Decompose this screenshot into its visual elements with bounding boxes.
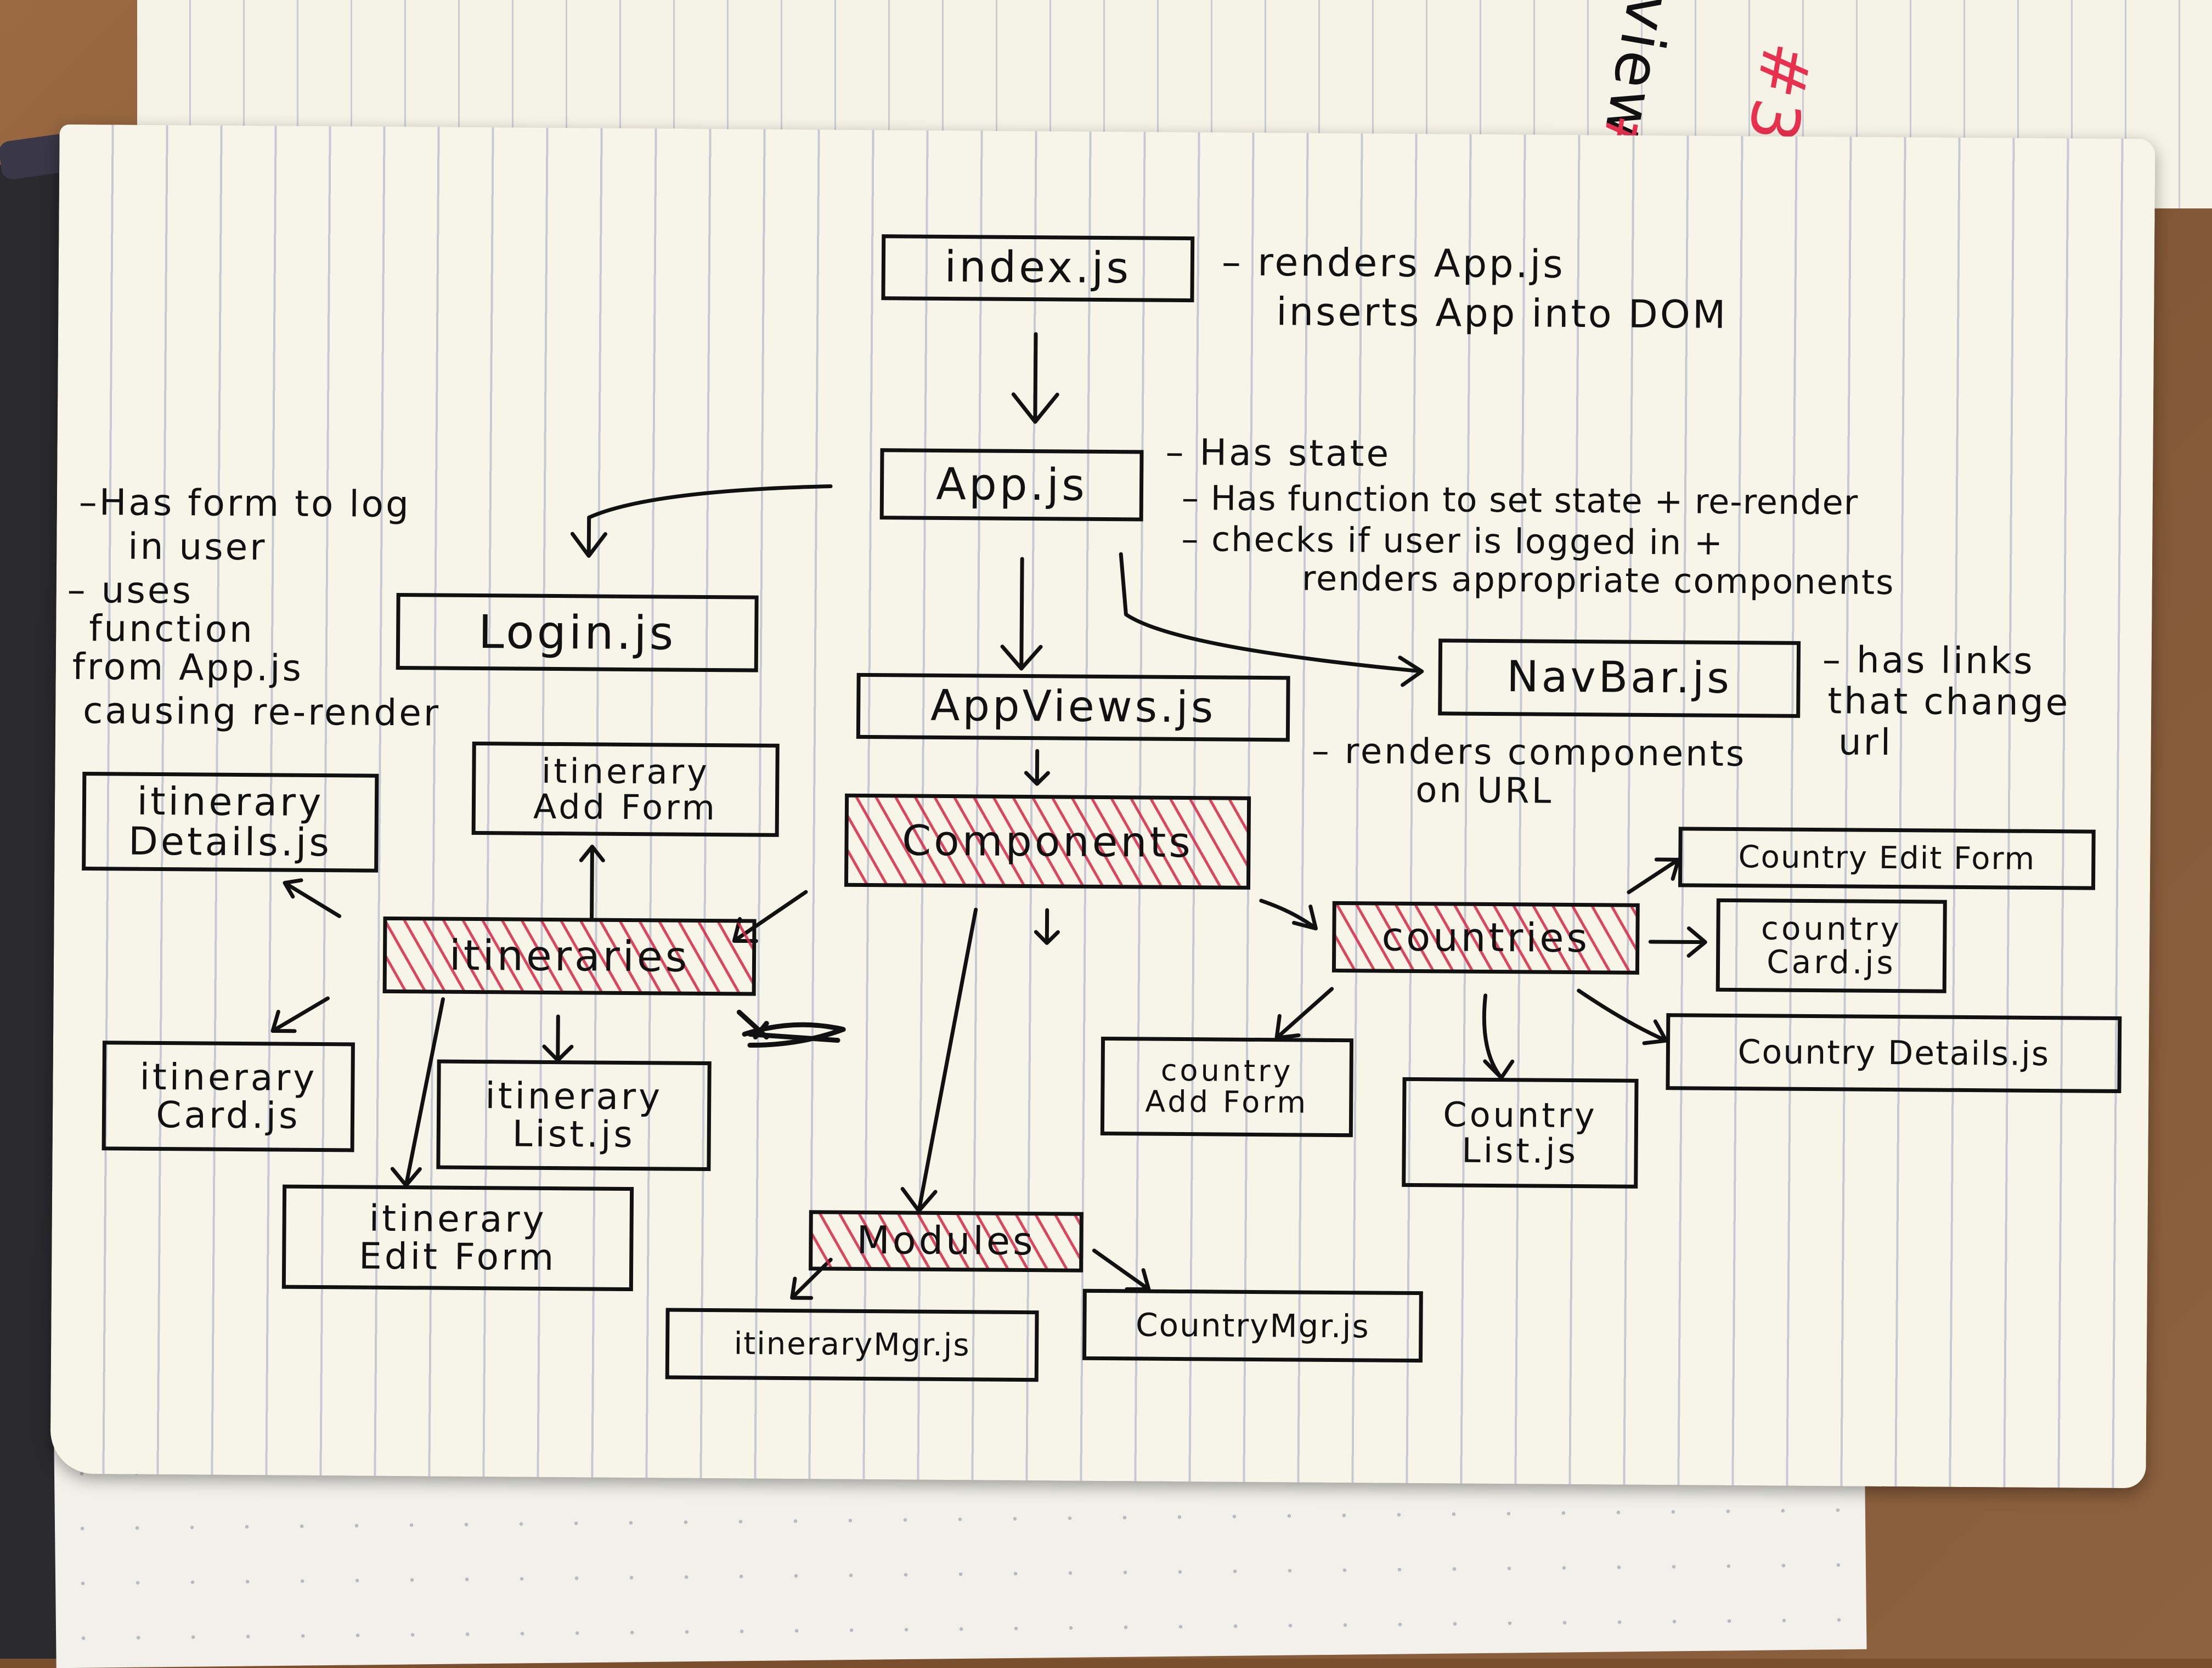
node-country-mgr-js: CountryMgr.js xyxy=(1082,1288,1423,1363)
arrow-modules-to-countrymgr xyxy=(1092,1248,1151,1292)
arrow-countries-to-list xyxy=(1482,993,1515,1080)
arrow-components-down xyxy=(1034,908,1060,945)
node-components: Components xyxy=(844,793,1251,890)
note-login-6: causing re-render xyxy=(82,689,441,734)
arrow-appviews-to-components xyxy=(1024,749,1050,786)
arrow-app-to-navbar xyxy=(1119,552,1424,687)
node-itinerary-card-js: itinerary Card.js xyxy=(101,1041,355,1152)
arrow-itineraries-to-addform xyxy=(579,845,605,920)
node-itinerary-add-form: itinerary Add Form xyxy=(471,741,780,837)
note-navbar-1: – has links xyxy=(1822,638,2035,682)
arrow-itineraries-to-card xyxy=(270,996,330,1033)
notebook-page: index.js – renders App.js inserts App in… xyxy=(50,124,2155,1489)
node-country-edit-form: Country Edit Form xyxy=(1678,827,2096,890)
node-itinerary-details-js: itinerary Details.js xyxy=(82,772,379,873)
arrow-index-to-app xyxy=(1011,332,1059,424)
node-country-list-js: Country List.js xyxy=(1402,1077,1639,1189)
note-navbar-3: url xyxy=(1838,721,1893,764)
note-navbar-2: that change xyxy=(1827,680,2070,724)
note-login-3: – uses xyxy=(67,568,194,612)
arrow-components-to-countries xyxy=(1259,898,1318,931)
arrow-countries-to-details xyxy=(1577,988,1668,1045)
arrow-itineraries-to-editform xyxy=(390,997,445,1188)
note-login-2: in user xyxy=(127,525,267,569)
node-country-add-form: country Add Form xyxy=(1100,1036,1354,1138)
note-app-4: renders appropriate components xyxy=(1301,558,1895,603)
note-app-3: – checks if user is logged in + xyxy=(1181,518,1724,563)
node-login-js: Login.js xyxy=(396,593,759,672)
node-appviews-js: AppViews.js xyxy=(856,672,1290,742)
node-itinerary-edit-form: itinerary Edit Form xyxy=(281,1184,634,1292)
node-modules: Modules xyxy=(809,1210,1084,1273)
crossed-out-scribble xyxy=(736,1009,846,1048)
node-app-js: App.js xyxy=(879,448,1144,522)
arrow-components-to-modules xyxy=(900,907,978,1213)
node-itineraries: itineraries xyxy=(382,916,757,996)
node-country-details-js: Country Details.js xyxy=(1666,1013,2122,1093)
note-app-1: – Has state xyxy=(1165,431,1391,475)
arrow-itineraries-to-list xyxy=(542,1014,574,1062)
node-itinerary-list-js: itinerary List.js xyxy=(436,1059,712,1172)
note-index-2: inserts App into DOM xyxy=(1276,289,1728,337)
node-countries: countries xyxy=(1331,901,1640,975)
note-appviews-1: – renders components xyxy=(1311,731,1747,775)
arrow-countries-to-addform xyxy=(1274,987,1334,1040)
arrow-itineraries-to-details xyxy=(283,878,342,918)
arrow-countries-to-editform xyxy=(1627,857,1680,895)
red-note-3: #3 xyxy=(1732,36,1825,150)
note-login-5: from App.js xyxy=(72,645,304,689)
node-country-card-js: country Card.js xyxy=(1716,898,1947,993)
note-login-4: function xyxy=(88,607,255,651)
note-app-2: – Has function to set state + re-render xyxy=(1181,477,1859,523)
note-index-1: – renders App.js xyxy=(1221,239,1566,287)
arrow-countries-to-card xyxy=(1648,926,1707,958)
arrow-app-to-appviews xyxy=(1000,557,1043,671)
node-itinerary-mgr-js: itineraryMgr.js xyxy=(665,1308,1039,1382)
note-appviews-2: on URL xyxy=(1415,770,1554,812)
arrow-app-to-login xyxy=(570,484,833,558)
node-index-js: index.js xyxy=(881,234,1195,303)
note-login-1: –Has form to log xyxy=(78,480,411,526)
node-navbar-js: NavBar.js xyxy=(1438,638,1801,718)
